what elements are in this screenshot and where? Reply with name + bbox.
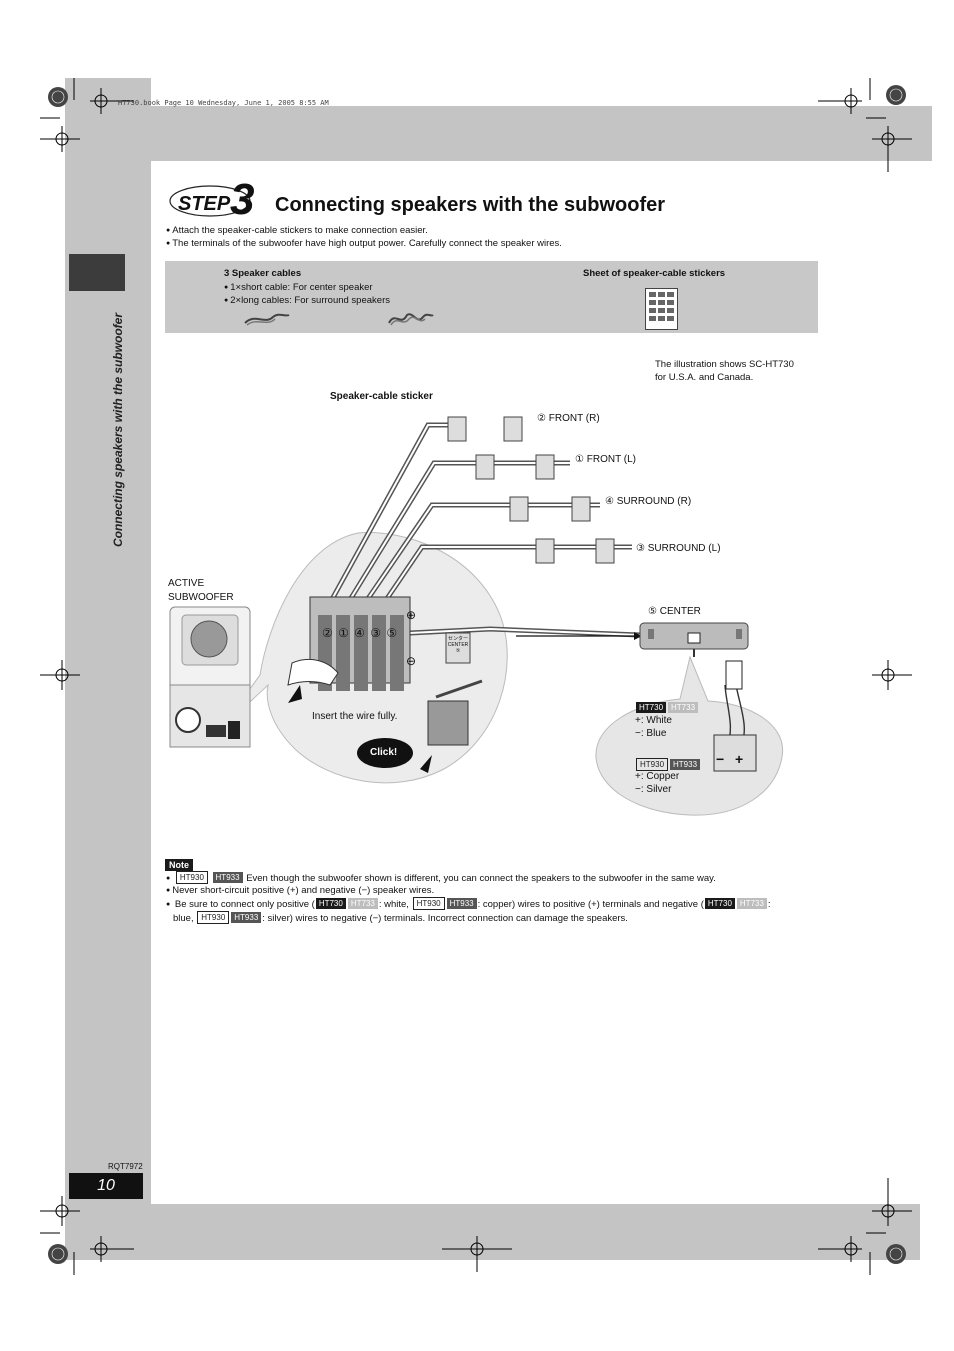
illustration-note-line: for U.S.A. and Canada.	[655, 372, 754, 383]
model-tag: HT730	[704, 898, 735, 909]
note-badge: Note	[165, 859, 193, 871]
subwoofer-label-line: ACTIVE	[168, 578, 205, 589]
subwoofer-illustration	[169, 606, 251, 748]
long-cable-icon	[388, 313, 434, 326]
color-code-line: −: Silver	[635, 784, 672, 795]
center-speaker	[639, 622, 749, 657]
note-item: HT930 HT933 Even though the subwoofer sh…	[166, 871, 816, 885]
top-margin-band	[151, 106, 932, 161]
center-label: ⑤ CENTER	[648, 606, 701, 617]
step-oval	[169, 185, 251, 217]
model-tag: HT733	[347, 898, 378, 909]
cables-line: 2×long cables: For surround speakers	[224, 294, 390, 307]
short-cable-icon	[244, 313, 290, 326]
cables-title: 3 Speaker cables	[224, 268, 302, 279]
model-tag: HT933	[446, 898, 477, 909]
minus-sign: ⊖	[406, 654, 417, 668]
note-text: : white,	[378, 899, 409, 910]
model-tag: HT733	[668, 702, 699, 713]
page-title: Connecting speakers with the subwoofer	[275, 194, 666, 216]
color-code-line: +: Copper	[635, 771, 680, 782]
model-code: RQT7972	[108, 1162, 143, 1171]
hand-illustration	[287, 658, 339, 686]
intro-item: The terminals of the subwoofer have high…	[166, 237, 562, 250]
plus-sign: ⊕	[406, 608, 417, 622]
side-section-title: Connecting speakers with the subwoofer	[111, 312, 125, 548]
model-tag: HT730	[636, 702, 667, 713]
speaker-terminal	[713, 734, 757, 772]
stickers-title: Sheet of speaker-cable stickers	[583, 268, 726, 279]
sticker-label: Speaker-cable sticker	[330, 391, 433, 402]
surround-r-label: ④ SURROUND (R)	[605, 496, 692, 507]
click-terminal-illustration	[420, 679, 483, 773]
click-bubble	[357, 738, 413, 768]
wiring-diagram	[169, 416, 784, 816]
insert-arrow	[288, 685, 302, 703]
center-wire-sticker	[725, 660, 743, 690]
step-word: STEP	[178, 193, 231, 215]
terminal-minus: −	[716, 751, 725, 767]
color-code-line: −: Blue	[635, 728, 667, 739]
note-text: Even though the subwoofer shown is diffe…	[246, 873, 716, 884]
terminal-plus: +	[735, 751, 744, 767]
illustration-note-line: The illustration shows SC-HT730	[655, 359, 794, 370]
note-text: : copper) wires to positive (+) terminal…	[477, 899, 704, 910]
model-tag: HT733	[736, 898, 767, 909]
note-item: Never short-circuit positive (+) and neg…	[166, 885, 816, 897]
cables-line: 1×short cable: For center speaker	[224, 281, 390, 294]
model-tag: HT933	[670, 759, 701, 770]
model-tag: HT933	[212, 872, 243, 883]
front-l-label: ① FRONT (L)	[575, 454, 637, 465]
bottom-margin-band	[65, 1204, 920, 1260]
subwoofer-label: ACTIVE SUBWOOFER	[168, 577, 234, 605]
step-logo: STEP 3	[169, 176, 254, 220]
intro-item: Attach the speaker-cable stickers to mak…	[166, 224, 562, 237]
model-tag: HT933	[231, 912, 262, 923]
center-sticker	[445, 632, 471, 664]
center-sticker-text: センター CENTER ⑤	[447, 636, 469, 654]
note-text: Be sure to connect only positive (	[174, 899, 315, 910]
note-text: : silver) wires to negative (−) terminal…	[262, 913, 628, 924]
section-tab	[69, 254, 125, 291]
color-code-bubble	[595, 655, 784, 816]
model-tag: HT930	[636, 758, 669, 771]
click-label: Click!	[370, 747, 398, 758]
subwoofer-label-line: SUBWOOFER	[168, 592, 234, 603]
center-sticker-line: ⑤	[455, 648, 461, 654]
center-sticker-line: センター	[447, 636, 468, 642]
surround-l-label: ③ SURROUND (L)	[636, 543, 721, 554]
accessories-box: 3 Speaker cables 1×short cable: For cent…	[165, 261, 818, 333]
note-item: Be sure to connect only positive (HT730H…	[166, 897, 816, 911]
model-tag: HT930	[197, 911, 230, 924]
intro-list: Attach the speaker-cable stickers to mak…	[166, 224, 562, 250]
illustration-note: The illustration shows SC-HT730 for U.S.…	[655, 358, 794, 384]
color-code-a: +: White −: Blue	[635, 714, 672, 740]
model-tag: HT930	[412, 897, 445, 910]
note-text: blue,	[173, 913, 194, 924]
terminal-numbers: ② ① ④ ③ ⑤	[322, 626, 399, 640]
page-number: 10	[69, 1173, 143, 1199]
model-tag: HT930	[175, 871, 208, 884]
cable-stickers	[447, 416, 615, 564]
center-sticker-line: CENTER	[447, 642, 469, 648]
cables-list: 1×short cable: For center speaker 2×long…	[224, 281, 390, 307]
front-r-label: ② FRONT (R)	[537, 413, 600, 424]
model-tag: HT730	[315, 898, 346, 909]
color-code-b: +: Copper −: Silver	[635, 770, 679, 796]
notes-list: HT930 HT933 Even though the subwoofer sh…	[166, 871, 816, 925]
color-code-line: +: White	[635, 715, 672, 726]
file-header: HT730.book Page 10 Wednesday, June 1, 20…	[118, 99, 329, 107]
step-number: 3	[230, 176, 254, 220]
insert-instruction: Insert the wire fully.	[312, 711, 398, 722]
note-text: :	[767, 899, 771, 910]
sticker-sheet-icon	[645, 288, 678, 330]
